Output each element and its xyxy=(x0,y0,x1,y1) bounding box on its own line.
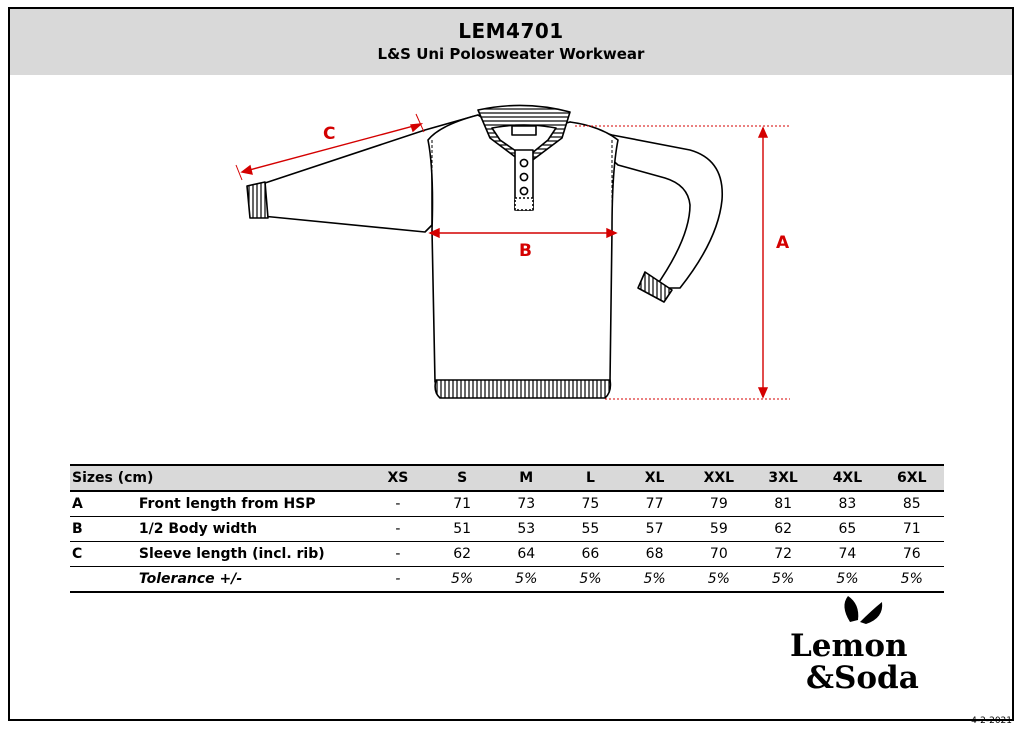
table-cell: - xyxy=(365,541,431,567)
dimension-c-ext-1 xyxy=(235,164,243,181)
logo-line-2: &Soda xyxy=(806,660,919,696)
table-cell: 62 xyxy=(750,516,816,542)
dimension-b-arrow-start xyxy=(428,227,440,239)
table-cell: 83 xyxy=(815,491,880,517)
table-cell: 74 xyxy=(815,541,880,567)
table-cell: 71 xyxy=(879,516,944,542)
table-cell: 59 xyxy=(686,516,751,542)
dimension-c-ext-2 xyxy=(415,113,425,133)
table-cell: 85 xyxy=(879,491,944,517)
table-row: B 1/2 Body width - 51 53 55 57 59 62 65 … xyxy=(70,516,944,542)
placket-base xyxy=(514,197,534,211)
table-cell: 66 xyxy=(558,541,623,567)
size-header: 4XL xyxy=(815,464,880,492)
table-cell: 81 xyxy=(750,491,816,517)
size-header: M xyxy=(494,464,559,492)
double-leaf-icon xyxy=(844,596,883,624)
lemon-soda-logo: Lemon &Soda xyxy=(790,596,919,696)
table-cell: 64 xyxy=(494,541,559,567)
size-header: XS xyxy=(365,464,431,492)
row-code: B xyxy=(70,516,139,542)
product-code: LEM4701 xyxy=(458,19,564,43)
table-cell: 62 xyxy=(430,541,495,567)
dimension-c-line xyxy=(241,123,422,173)
dimension-lines xyxy=(235,113,790,400)
size-header: XXL xyxy=(686,464,751,492)
button-3 xyxy=(519,186,529,196)
table-row: A Front length from HSP - 71 73 75 77 79… xyxy=(70,491,944,517)
row-label: 1/2 Body width xyxy=(138,516,366,542)
dimension-a-arrow-bottom xyxy=(757,387,769,399)
table-row: C Sleeve length (incl. rib) - 62 64 66 6… xyxy=(70,541,944,567)
row-code: C xyxy=(70,541,139,567)
dimension-c-label: C xyxy=(323,124,335,144)
dimension-b-arrow-end xyxy=(606,227,618,239)
table-cell: 51 xyxy=(430,516,495,542)
table-cell: 77 xyxy=(622,491,687,517)
table-cell: 57 xyxy=(622,516,687,542)
row-label: Front length from HSP xyxy=(138,491,366,517)
size-table-header: Sizes (cm) XS S M L XL XXL 3XL 4XL 6XL xyxy=(70,464,944,492)
table-cell: 5% xyxy=(815,566,880,593)
dimension-b-label: B xyxy=(519,241,532,261)
dimension-c-arrow-end xyxy=(410,123,424,133)
sweater-outline xyxy=(246,104,723,399)
dimension-a-arrow-top xyxy=(757,126,769,138)
body xyxy=(427,114,619,383)
table-cell: - xyxy=(365,516,431,542)
table-cell: 72 xyxy=(750,541,816,567)
size-header: L xyxy=(558,464,623,492)
button-1 xyxy=(519,158,529,168)
size-header: S xyxy=(430,464,495,492)
row-label: Sleeve length (incl. rib) xyxy=(138,541,366,567)
row-code: A xyxy=(70,491,139,517)
table-cell: - xyxy=(365,491,431,517)
polosweater-drawing: C B A xyxy=(235,104,790,400)
table-cell: 5% xyxy=(494,566,559,593)
left-cuff xyxy=(246,181,269,219)
table-cell: 5% xyxy=(430,566,495,593)
table-cell: 68 xyxy=(622,541,687,567)
right-cuff xyxy=(637,271,673,303)
size-table: Sizes (cm) XS S M L XL XXL 3XL 4XL 6XL A… xyxy=(70,464,944,593)
table-cell: 79 xyxy=(686,491,751,517)
table-cell: 76 xyxy=(879,541,944,567)
waistband xyxy=(434,379,612,399)
tolerance-row: Tolerance +/- - 5% 5% 5% 5% 5% 5% 5% 5% xyxy=(70,566,944,593)
revision-date: 4-2-2021 xyxy=(971,716,1012,726)
size-header: 6XL xyxy=(879,464,944,492)
table-cell: 5% xyxy=(686,566,751,593)
dimension-a-label: A xyxy=(776,233,790,253)
table-cell: 5% xyxy=(750,566,816,593)
table-cell: 53 xyxy=(494,516,559,542)
table-cell: 73 xyxy=(494,491,559,517)
size-table-header-label: Sizes (cm) xyxy=(70,464,366,492)
table-cell: 5% xyxy=(622,566,687,593)
table-cell: 5% xyxy=(558,566,623,593)
logo-line-1: Lemon xyxy=(790,628,908,664)
size-header: 3XL xyxy=(750,464,816,492)
table-cell: 5% xyxy=(879,566,944,593)
tolerance-label: Tolerance +/- xyxy=(138,566,366,593)
size-header: XL xyxy=(622,464,687,492)
collar-inner xyxy=(491,124,557,159)
neck-label xyxy=(511,125,537,136)
table-cell: 70 xyxy=(686,541,751,567)
table-cell: 65 xyxy=(815,516,880,542)
button-2 xyxy=(519,172,529,182)
table-cell: 55 xyxy=(558,516,623,542)
table-cell: - xyxy=(365,566,431,593)
product-name: L&S Uni Polosweater Workwear xyxy=(377,45,645,63)
header-bar: LEM4701 L&S Uni Polosweater Workwear xyxy=(10,9,1012,75)
table-cell: 75 xyxy=(558,491,623,517)
table-cell: 71 xyxy=(430,491,495,517)
dimension-c-arrow-start xyxy=(240,164,253,175)
right-sleeve xyxy=(569,121,723,289)
